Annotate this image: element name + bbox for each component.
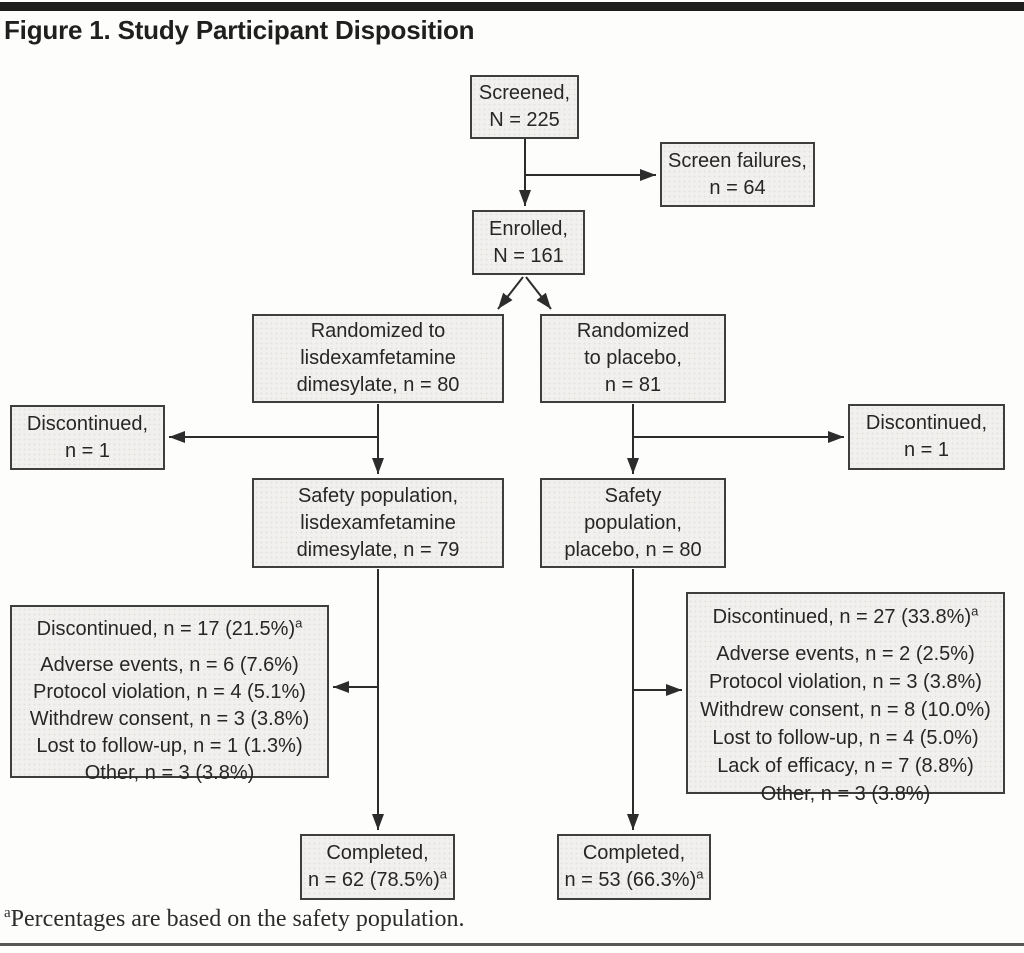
detail-ldx-header: Discontinued, n = 17 (21.5%)a	[37, 616, 303, 643]
bottom-rule	[0, 943, 1024, 946]
footnote: aPercentages are based on the safety pop…	[4, 906, 465, 933]
footnote-sup: a	[4, 905, 11, 921]
discontinued-placebo-box: Discontinued, n = 1	[848, 404, 1005, 470]
detail-pbo-item: Lost to follow-up, n = 4 (5.0%)	[712, 727, 979, 749]
enrolled-box: Enrolled, N = 161	[472, 210, 585, 275]
screen-failures-line2: n = 64	[709, 176, 766, 199]
detail-pbo-header-sup: a	[971, 603, 979, 619]
randomized-pbo-line3: n = 81	[604, 374, 662, 396]
detail-pbo-item: Other, n = 3 (3.8%)	[760, 783, 931, 805]
safety-pbo-line1: Safety	[604, 484, 662, 507]
randomized-ldx-line3: dimesylate, n = 80	[296, 374, 460, 396]
arrow-enrolled-to-ldx	[497, 276, 524, 310]
randomized-ldx-line2: lisdexamfetamine	[300, 347, 456, 369]
screened-line2: N = 225	[489, 109, 560, 131]
discontinued-ldx-box: Discontinued, n = 1	[10, 405, 165, 470]
completed-pbo-line2: n = 53 (66.3%)a	[565, 867, 704, 894]
detail-ldx-item: Adverse events, n = 6 (7.6%)	[40, 654, 299, 676]
completed-ldx-line2: n = 62 (78.5%)a	[308, 867, 447, 894]
detail-ldx-item: Protocol violation, n = 4 (5.1%)	[33, 681, 306, 703]
discontinued-detail-placebo-box: Discontinued, n = 27 (33.8%)a Adverse ev…	[686, 592, 1005, 805]
completed-ldx-box: Completed, n = 62 (78.5%)a	[300, 834, 455, 900]
detail-ldx-header-sup: a	[295, 615, 303, 631]
detail-ldx-item: Other, n = 3 (3.8%)	[84, 762, 255, 784]
discontinued-ldx-line1: Discontinued,	[26, 412, 149, 435]
enrolled-line2: N = 161	[493, 244, 564, 267]
discontinued-detail-ldx-box: Discontinued, n = 17 (21.5%)a Adverse ev…	[10, 605, 329, 784]
safety-ldx-line2: lisdexamfetamine	[300, 511, 456, 534]
randomized-pbo-line2: to placebo,	[584, 347, 682, 369]
safety-ldx-line1: Safety population,	[297, 484, 459, 507]
completed-pbo-value: n = 53 (66.3%)	[564, 869, 697, 891]
safety-population-placebo-box: Safety population, placebo, n = 80	[540, 478, 726, 568]
randomized-placebo-box: Randomized to placebo, n = 81	[540, 314, 726, 403]
completed-ldx-value: n = 62 (78.5%)	[308, 869, 440, 891]
safety-ldx-line3: dimesylate, n = 79	[296, 538, 460, 561]
completed-ldx-sup: a	[439, 866, 447, 882]
screen-failures-box: Screen failures, n = 64	[660, 142, 815, 207]
randomized-pbo-line1: Randomized	[576, 320, 690, 342]
detail-ldx-header-text: Discontinued, n = 17 (21.5%)	[36, 618, 296, 640]
enrolled-line1: Enrolled,	[489, 217, 568, 240]
screened-box: Screened, N = 225	[470, 75, 579, 139]
detail-pbo-header: Discontinued, n = 27 (33.8%)a	[713, 603, 979, 631]
completed-pbo-sup: a	[696, 866, 704, 882]
completed-placebo-box: Completed, n = 53 (66.3%)a	[557, 834, 711, 900]
completed-pbo-line1: Completed,	[582, 842, 686, 864]
arrow-enrolled-to-placebo	[525, 276, 552, 310]
detail-pbo-header-text: Discontinued, n = 27 (33.8%)	[712, 606, 972, 628]
safety-population-ldx-box: Safety population, lisdexamfetamine dime…	[252, 478, 504, 568]
safety-pbo-line2: population,	[584, 511, 682, 534]
screen-failures-line1: Screen failures,	[668, 149, 807, 172]
screened-line1: Screened,	[478, 82, 571, 104]
completed-ldx-line1: Completed,	[326, 842, 429, 864]
figure-title: Figure 1. Study Participant Disposition	[4, 15, 475, 45]
detail-pbo-item: Lack of efficacy, n = 7 (8.8%)	[717, 755, 974, 777]
discontinued-ldx-line2: n = 1	[64, 439, 111, 462]
detail-ldx-item: Withdrew consent, n = 3 (3.8%)	[29, 708, 310, 730]
discontinued-pbo-line2: n = 1	[903, 439, 950, 461]
top-rule	[0, 2, 1024, 11]
randomized-ldx-line1: Randomized to	[310, 320, 446, 342]
footnote-text: Percentages are based on the safety popu…	[10, 906, 465, 932]
safety-pbo-line3: placebo, n = 80	[564, 538, 702, 561]
randomized-lisdexamfetamine-box: Randomized to lisdexamfetamine dimesylat…	[252, 314, 504, 403]
detail-pbo-item: Protocol violation, n = 3 (3.8%)	[709, 671, 982, 693]
detail-pbo-item: Withdrew consent, n = 8 (10.0%)	[700, 699, 991, 721]
detail-ldx-item: Lost to follow-up, n = 1 (1.3%)	[36, 735, 303, 757]
detail-pbo-item: Adverse events, n = 2 (2.5%)	[716, 643, 975, 665]
discontinued-pbo-line1: Discontinued,	[865, 412, 988, 434]
